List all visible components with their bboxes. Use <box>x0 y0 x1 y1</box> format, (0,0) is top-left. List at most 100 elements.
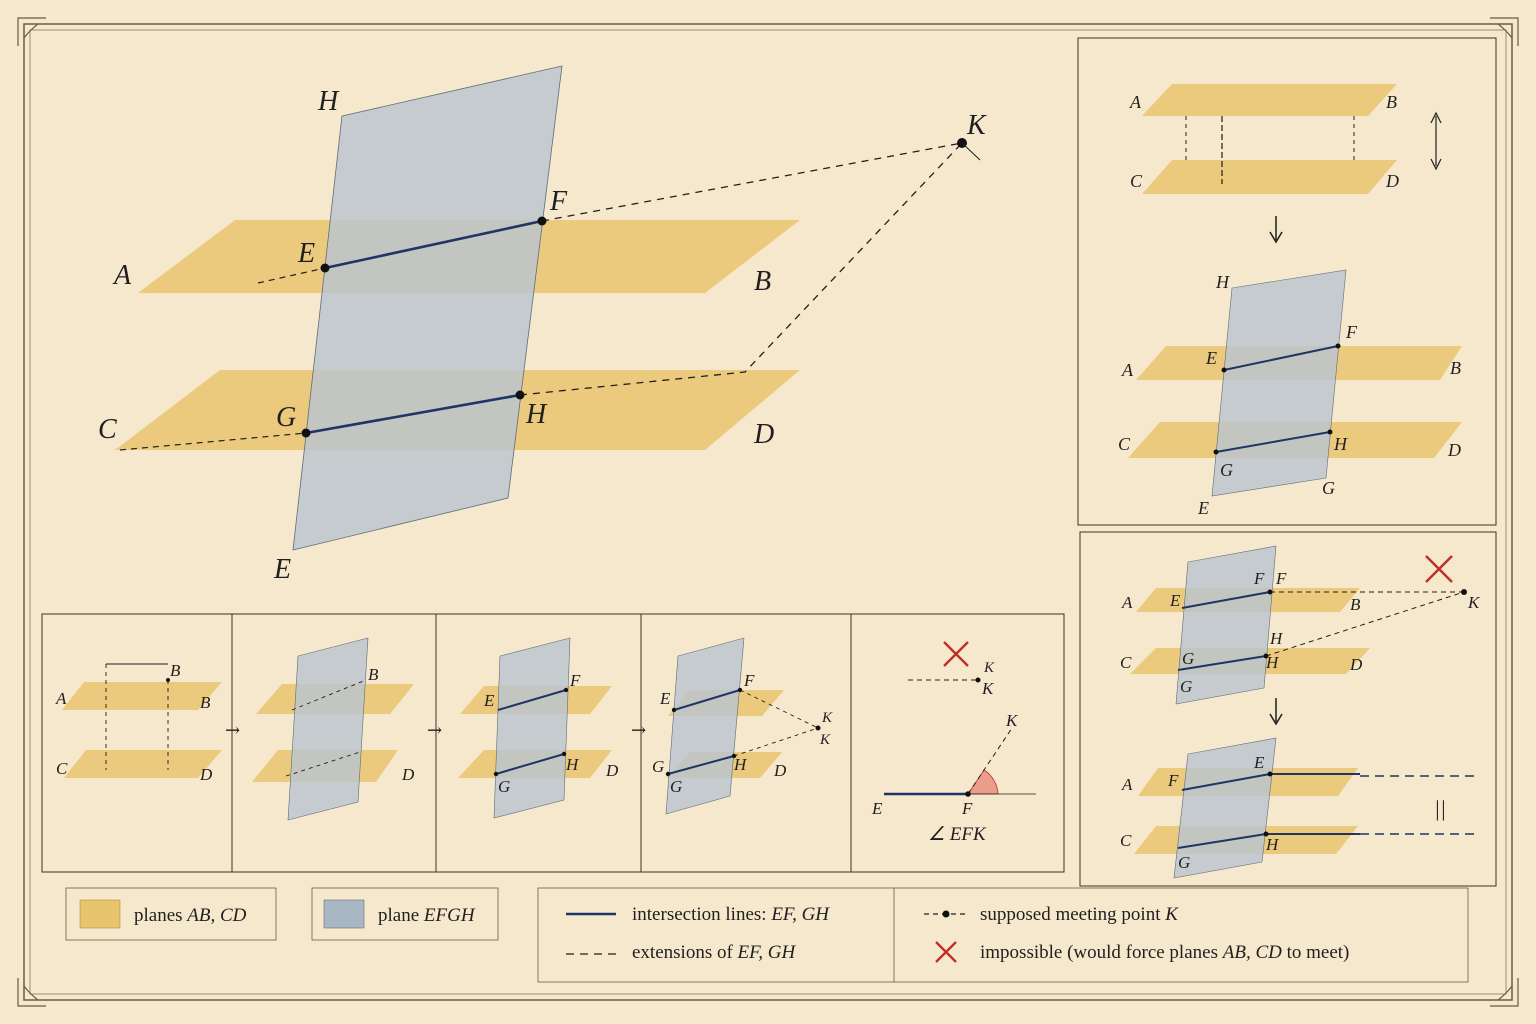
svg-text:G: G <box>1322 478 1335 498</box>
legend-plane-name: EFGH <box>423 905 476 926</box>
legend-intersection-names: EF, GH <box>770 904 830 925</box>
svg-text:K: K <box>981 679 995 698</box>
svg-text:A: A <box>1129 92 1142 112</box>
legend-swatch-yellow <box>79 899 121 929</box>
label-f: F <box>549 186 568 217</box>
rb-arrow-down <box>1269 698 1283 726</box>
svg-text:E: E <box>483 691 495 710</box>
svg-text:G: G <box>652 757 664 776</box>
svg-text:G: G <box>498 777 510 796</box>
arrow-2: → <box>427 720 442 741</box>
step-1-two-planes: A B B C D <box>55 661 222 784</box>
label-b: B <box>754 266 771 297</box>
extension-ef-left <box>257 267 326 284</box>
svg-text:C: C <box>1120 831 1132 850</box>
legend-planes-prefix: planes <box>134 905 183 926</box>
svg-text:E: E <box>659 689 671 708</box>
svg-text:E: E <box>1253 753 1265 772</box>
line-ef <box>324 219 543 270</box>
svg-text:K: K <box>1467 593 1481 612</box>
svg-text:B: B <box>1386 92 1397 112</box>
svg-text:G: G <box>1220 460 1233 480</box>
svg-text:H: H <box>1333 434 1348 454</box>
svg-text:F: F <box>1167 771 1179 790</box>
svg-text:||: || <box>1434 796 1446 821</box>
svg-text:G: G <box>1180 677 1192 696</box>
inner-border <box>29 29 1507 995</box>
svg-text:D: D <box>1447 440 1461 460</box>
svg-text:K: K <box>821 710 833 726</box>
arrow-1: → <box>225 720 240 741</box>
svg-text:B: B <box>1450 358 1461 378</box>
svg-text:H: H <box>733 755 748 774</box>
rb-stage-2: A F E C G H || <box>1120 737 1474 879</box>
step-3-intersections: E F G H D <box>458 637 619 819</box>
k-tick <box>961 142 981 161</box>
svg-text:C: C <box>1120 653 1132 672</box>
label-c: C <box>98 414 117 445</box>
svg-text:D: D <box>401 765 415 784</box>
svg-text:extensions of EF, GH: extensions of EF, GH <box>632 942 797 963</box>
legend-swatch-blue <box>323 899 365 929</box>
rb-cross-icon <box>1425 555 1453 583</box>
legend-meeting-name: K <box>1164 904 1179 925</box>
svg-text:F: F <box>1253 569 1265 588</box>
svg-text:planes AB, CD: planes AB, CD <box>134 905 247 926</box>
svg-text:supposed meeting point K: supposed meeting point K <box>980 904 1179 925</box>
extension-ef <box>541 142 963 222</box>
svg-text:E: E <box>1197 498 1209 518</box>
svg-text:H: H <box>565 755 580 774</box>
svg-text:B: B <box>368 665 379 684</box>
svg-text:D: D <box>199 765 213 784</box>
svg-text:F: F <box>569 671 581 690</box>
svg-text:K: K <box>819 732 831 748</box>
svg-text:E: E <box>871 799 883 818</box>
label-h-top: H <box>317 86 340 117</box>
right-bottom-panel <box>1079 531 1497 887</box>
step-4-meeting-point: E F G G H D K K <box>652 637 833 815</box>
angle-wedge <box>967 769 999 795</box>
svg-text:K: K <box>1005 711 1019 730</box>
corner-ornaments <box>17 17 1519 1007</box>
line-gh <box>305 393 521 435</box>
svg-text:F: F <box>1275 569 1287 588</box>
label-g: G <box>276 402 296 433</box>
rt-stage-1: A B C D <box>1129 84 1442 194</box>
outer-border <box>23 23 1513 1001</box>
point-e <box>320 263 330 273</box>
legend-plane-prefix: plane <box>378 905 419 926</box>
legend-impossible-suffix: to meet) <box>1287 942 1350 963</box>
svg-text:E: E <box>1169 591 1181 610</box>
svg-text:intersection lines: EF,: intersection lines: EF, GH <box>632 904 830 925</box>
svg-text:D: D <box>605 761 619 780</box>
right-top-panel <box>1077 37 1497 526</box>
rt-stage-2: H A E F B C H D G G E <box>1118 269 1462 518</box>
svg-text:A: A <box>1121 593 1133 612</box>
svg-text:D: D <box>1349 655 1363 674</box>
label-a: A <box>112 260 132 291</box>
svg-text:C: C <box>1118 434 1131 454</box>
legend-intersection-prefix: intersection lines: <box>632 904 767 925</box>
svg-text:G: G <box>670 777 682 796</box>
point-g <box>301 428 311 438</box>
bottom-sequence-panel <box>41 613 1065 873</box>
step-5-angle: K K E F K ∠ EFK <box>871 641 1036 845</box>
rb-stage-1: A E F F B K C G G H H D <box>1120 545 1481 705</box>
svg-text:B: B <box>1350 595 1361 614</box>
step-2-cutting-plane: B D <box>252 637 415 821</box>
svg-text:A: A <box>1121 775 1133 794</box>
svg-text:A: A <box>1121 360 1134 380</box>
legend-planes-names: AB, CD <box>185 905 246 926</box>
legend: planes AB, CD plane EFGH intersection li… <box>65 887 1469 983</box>
plane-efgh <box>292 65 563 551</box>
svg-text:plane EFGH: plane EFGH <box>378 905 476 926</box>
svg-text:A: A <box>55 689 67 708</box>
legend-extensions-names: EF, GH <box>737 942 797 963</box>
svg-text:H: H <box>1269 629 1284 648</box>
svg-text:G: G <box>1178 853 1190 872</box>
svg-text:D: D <box>773 761 787 780</box>
svg-text:C: C <box>56 759 68 778</box>
svg-text:H: H <box>1265 653 1280 672</box>
label-e-bottom: E <box>273 554 291 585</box>
